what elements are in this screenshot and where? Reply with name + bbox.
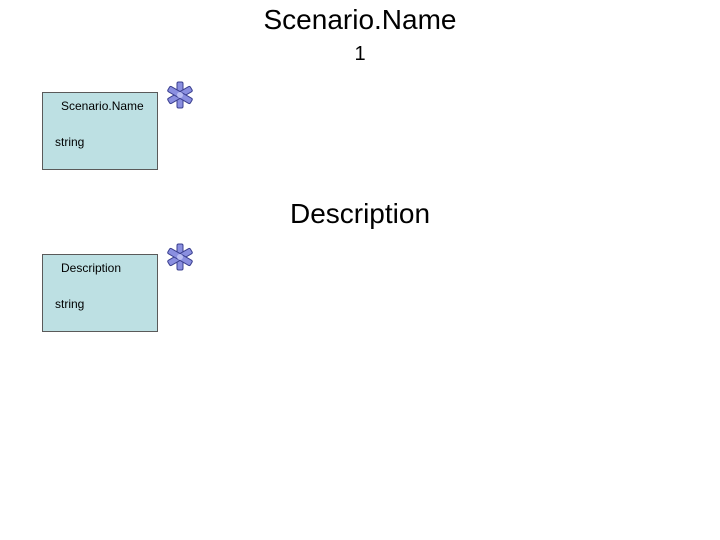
field-type-label: string (55, 135, 85, 149)
asterisk-icon (167, 243, 193, 271)
field-name-label: Description (61, 261, 122, 275)
section-heading-description: Description (289, 198, 431, 229)
asterisk-icon (167, 81, 193, 109)
field-type-label: string (55, 297, 85, 311)
section-subheading-multiplicity: 1 (354, 43, 366, 65)
section-heading-scenario-name: Scenario.Name (263, 4, 457, 35)
field-box-description[interactable]: Description string (42, 254, 158, 332)
field-box-scenario-name[interactable]: Scenario.Name string (42, 92, 158, 170)
field-name-label: Scenario.Name (61, 99, 144, 113)
